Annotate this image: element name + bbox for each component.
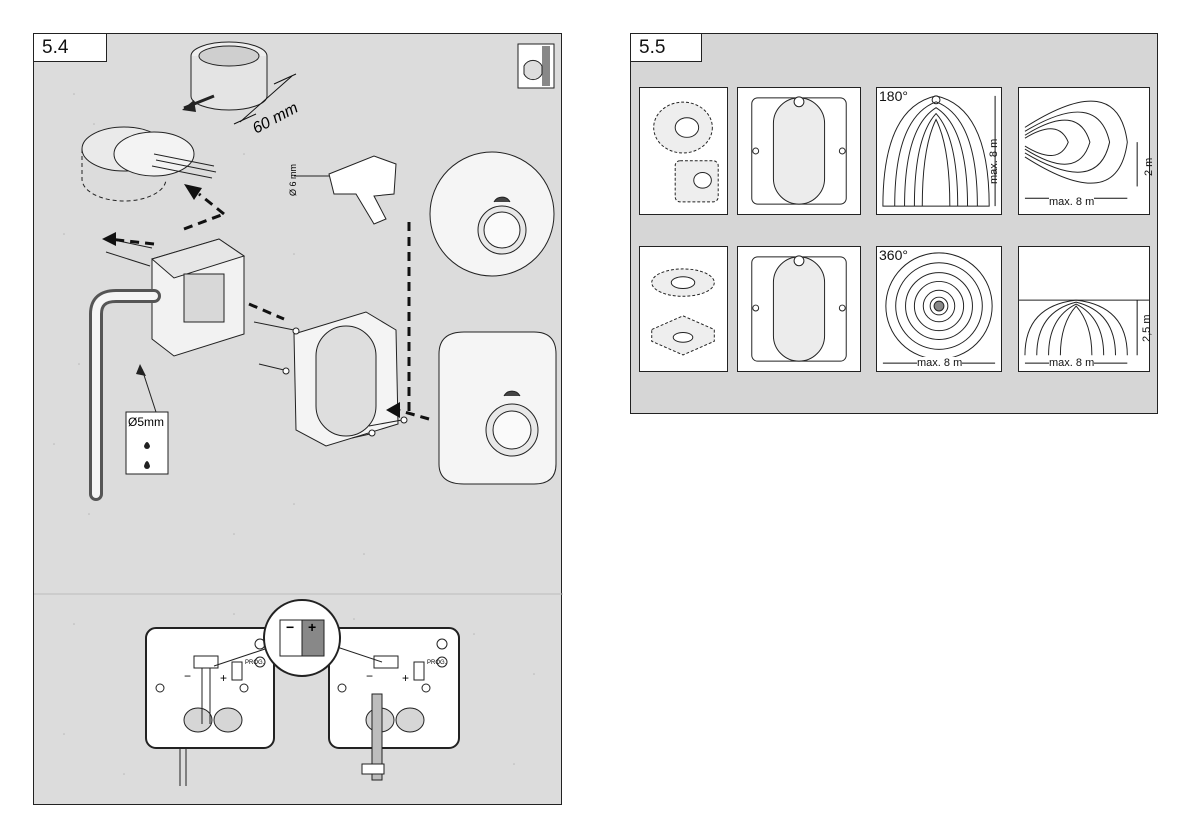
angle-360-label: 360° (879, 247, 908, 263)
coverage-180-side (876, 87, 1002, 215)
range-label-360-side: max. 8 m (1049, 357, 1094, 369)
terminal-minus-label: − (286, 619, 294, 635)
ceiling-sensor-thumbnail (639, 246, 728, 372)
coverage-360-side (1018, 246, 1150, 372)
round-cover (430, 152, 554, 276)
coverage-360-top (876, 246, 1002, 372)
wall-plate-thumbnail (737, 87, 861, 215)
height-label-2m: 2 m (1143, 158, 1155, 176)
dashed-arrow-to-plate (249, 304, 284, 319)
board-right-plus: + (402, 671, 409, 685)
terminal-plus-label: + (308, 619, 316, 635)
section-number-5-5: 5.5 (630, 33, 702, 62)
prog-label-left: PROG. (245, 660, 265, 666)
drill-diameter-label: Ø 6 mm (288, 164, 298, 196)
panel-5-5: 5.5 180° max. (630, 33, 1158, 414)
mounting-plate (294, 312, 398, 446)
ceiling-plate-thumbnail (737, 246, 861, 372)
board-right-minus: − (366, 669, 373, 683)
range-label-180: max. 8 m (988, 139, 1000, 184)
dashed-arrow-to-opening (199, 194, 224, 214)
prog-label-right: PROG. (427, 660, 447, 666)
drill (294, 156, 396, 224)
wall-sensor-thumbnail (639, 87, 728, 215)
board-left-minus: − (184, 669, 191, 683)
dashed-connectors (394, 222, 429, 419)
panel-5-4: 5.4 (33, 33, 562, 805)
wall-sensor-icon (518, 44, 554, 88)
range-label-180-top: max. 8 m (1049, 196, 1094, 208)
installation-illustration: 60 mm Ø 6 mm (34, 34, 563, 806)
board-left (146, 628, 274, 786)
board-left-plus: + (220, 671, 227, 685)
hole-diameter-label: Ø5mm (128, 415, 164, 429)
angle-180-label: 180° (879, 88, 908, 104)
dashed-arrows-wall-plugs (109, 214, 224, 244)
square-cover (439, 332, 556, 484)
range-label-360: max. 8 m (917, 357, 962, 369)
height-label-25m: 2,5 m (1141, 314, 1153, 342)
